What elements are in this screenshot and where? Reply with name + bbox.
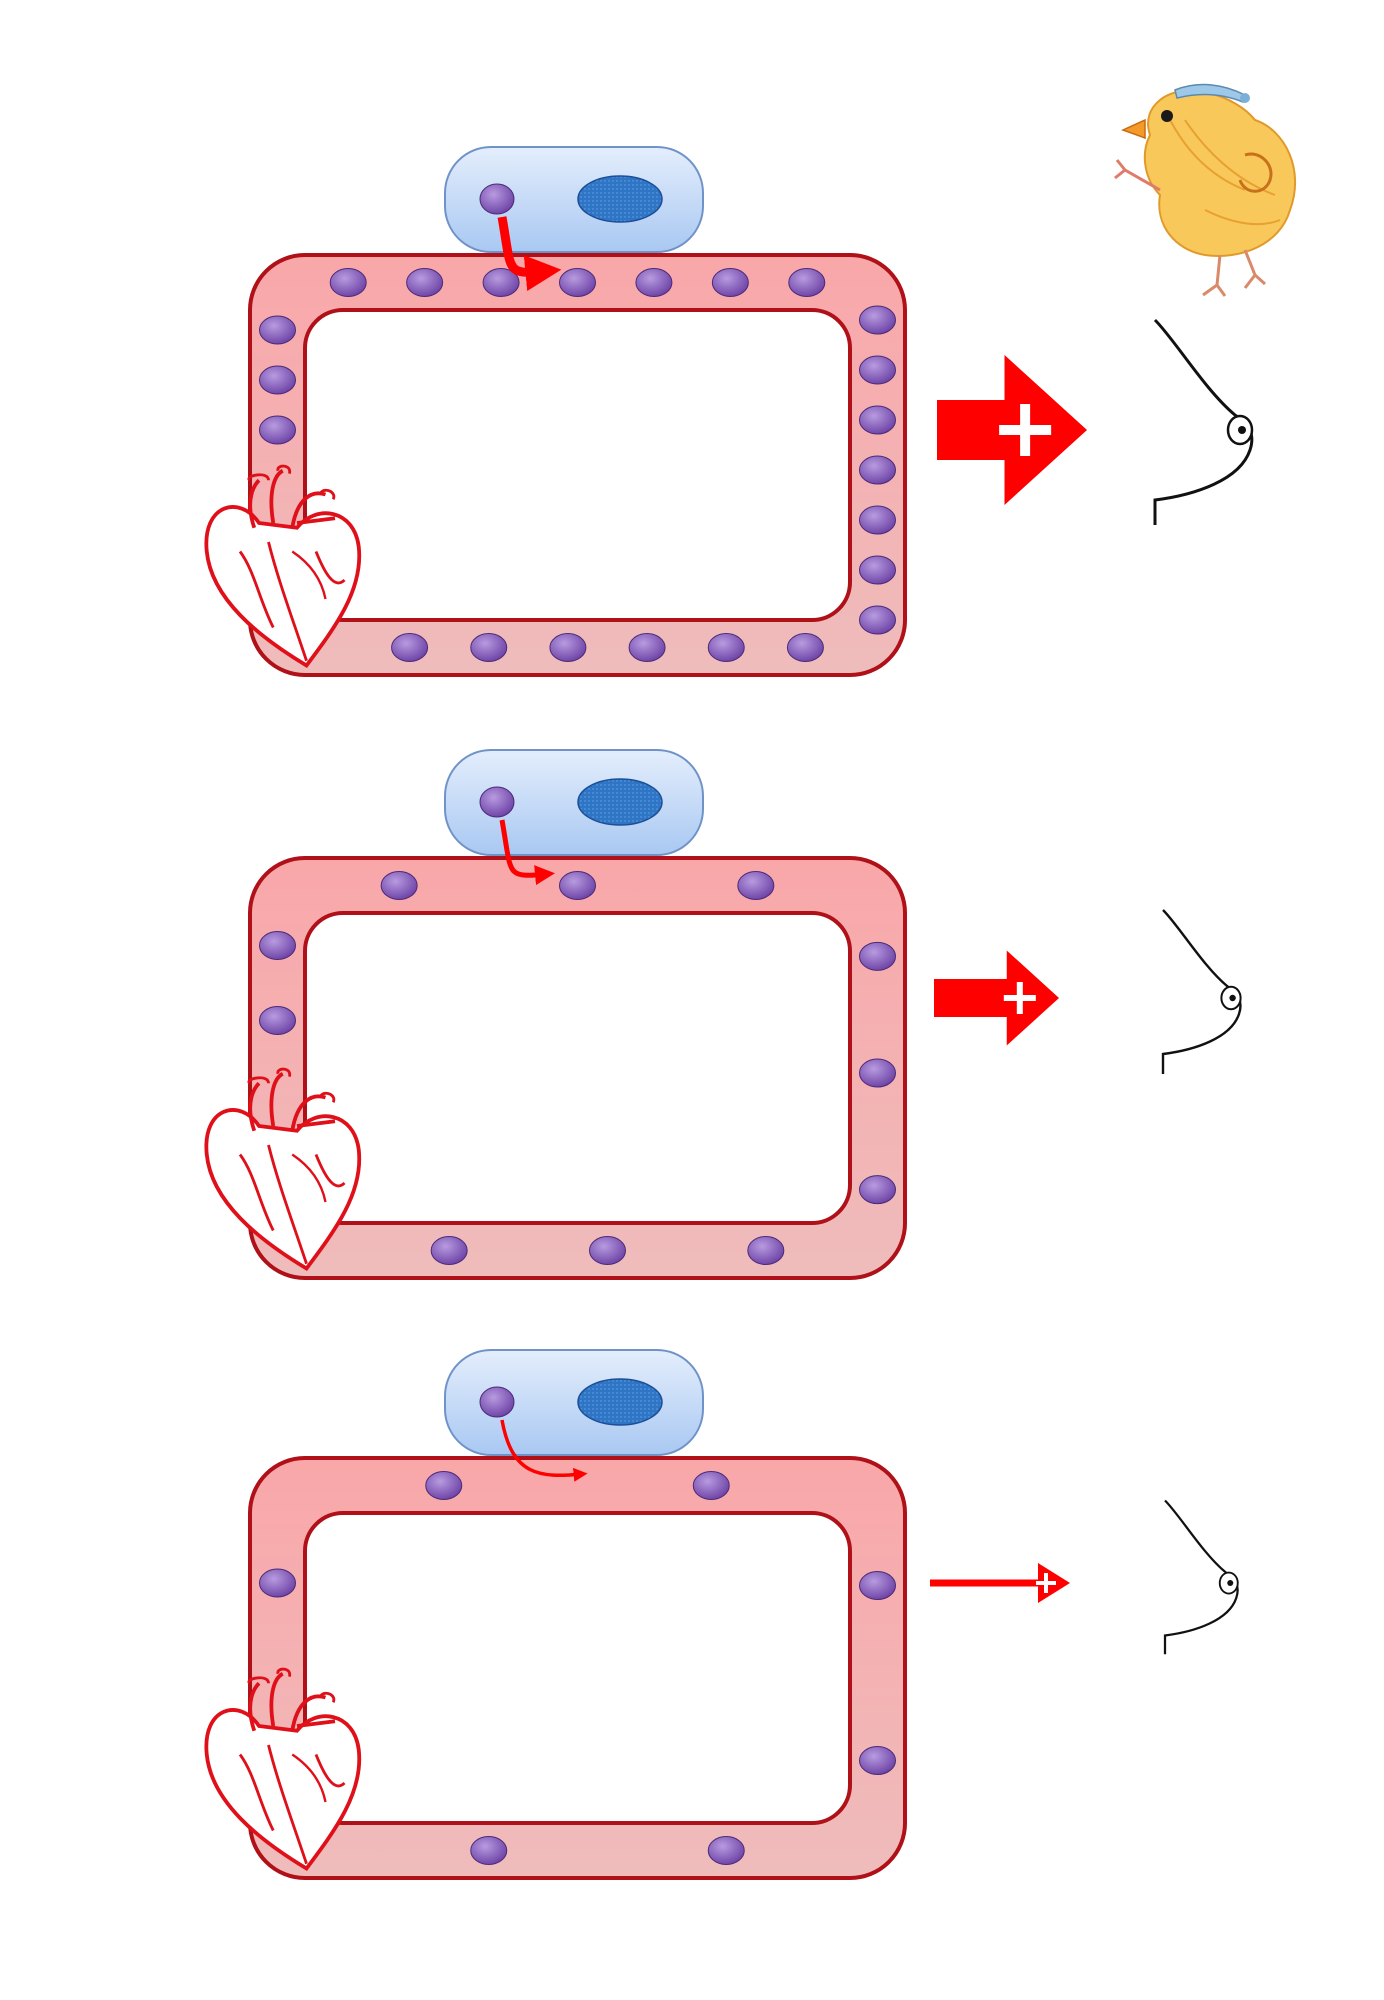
- hormone-molecule: [859, 405, 896, 435]
- hormone-molecule: [406, 268, 444, 297]
- hormone-molecule: [559, 871, 596, 900]
- panel-low: [204, 1349, 1239, 1880]
- hormone-molecule: [259, 415, 296, 445]
- hormone-molecule: [635, 268, 673, 297]
- hormone-molecule: [859, 505, 896, 535]
- vessel-lumen: [303, 308, 852, 622]
- hormone-molecule: [859, 455, 896, 485]
- vessel-lumen: [303, 911, 852, 1225]
- chick-icon: [1114, 83, 1296, 297]
- hormone-molecule: [479, 786, 515, 818]
- plus-icon: [1003, 982, 1036, 1014]
- panels-group: [204, 146, 1254, 1880]
- endocrine-cell: [444, 146, 704, 253]
- secretion-arrow: [500, 1419, 588, 1482]
- heart-icon: [204, 1067, 362, 1272]
- hormone-molecule: [259, 931, 296, 960]
- hormone-molecule: [707, 633, 745, 662]
- cell-nucleus: [577, 778, 663, 826]
- cell-nucleus: [577, 1378, 663, 1426]
- hormone-molecule: [259, 365, 296, 395]
- hormone-molecule: [425, 1471, 463, 1500]
- hormone-molecule: [859, 1058, 896, 1088]
- hormone-molecule: [259, 1006, 296, 1035]
- hormone-molecule: [788, 268, 826, 297]
- hormone-molecule: [859, 605, 896, 635]
- hormone-molecule: [482, 268, 520, 297]
- hormone-molecule: [737, 871, 775, 900]
- hormone-molecule: [559, 268, 596, 297]
- hormone-molecule: [859, 305, 896, 335]
- hormone-molecule: [470, 633, 508, 662]
- endocrine-cell: [444, 749, 704, 856]
- secretion-arrow: [497, 216, 562, 291]
- hormone-molecule: [380, 871, 418, 900]
- hormone-molecule: [859, 355, 896, 385]
- breast-profile-icon: [1161, 909, 1242, 1075]
- hormone-molecule: [859, 1746, 896, 1775]
- hormone-molecule: [711, 268, 749, 297]
- plus-icon: [999, 404, 1052, 456]
- hormone-molecule: [786, 633, 824, 662]
- hormone-molecule: [859, 555, 896, 585]
- panel-medium: [204, 749, 1242, 1280]
- hormone-molecule: [859, 1175, 896, 1205]
- stimulus-arrow: [937, 355, 1087, 505]
- hormone-molecule: [692, 1471, 730, 1500]
- hormone-molecule: [470, 1836, 508, 1865]
- hormone-molecule: [479, 1386, 515, 1418]
- hormone-molecule: [479, 183, 515, 215]
- hormone-molecule: [391, 633, 429, 662]
- plus-icon: [1036, 1573, 1056, 1593]
- stimulus-arrow: [930, 1563, 1070, 1603]
- cell-nucleus: [577, 175, 663, 223]
- heart-icon: [204, 1667, 362, 1872]
- hormone-molecule: [589, 1236, 626, 1265]
- panel-high: [204, 146, 1254, 677]
- hormone-molecule: [549, 633, 587, 662]
- vessel-lumen: [303, 1511, 852, 1825]
- endocrine-cell: [444, 1349, 704, 1456]
- hormone-molecule: [707, 1836, 745, 1865]
- secretion-arrow: [499, 819, 555, 886]
- stimulus-arrow: [934, 950, 1059, 1046]
- hormone-molecule: [859, 941, 896, 971]
- hormone-molecule: [859, 1571, 896, 1600]
- breast-profile-icon: [1153, 318, 1254, 525]
- hormone-molecule: [259, 1568, 296, 1598]
- heart-icon: [204, 464, 362, 669]
- hormone-molecule: [747, 1236, 785, 1265]
- hormone-molecule: [259, 315, 296, 345]
- breast-profile-icon: [1163, 1499, 1239, 1655]
- hormone-molecule: [628, 633, 666, 662]
- hormone-molecule: [329, 268, 367, 297]
- hormone-molecule: [430, 1236, 468, 1265]
